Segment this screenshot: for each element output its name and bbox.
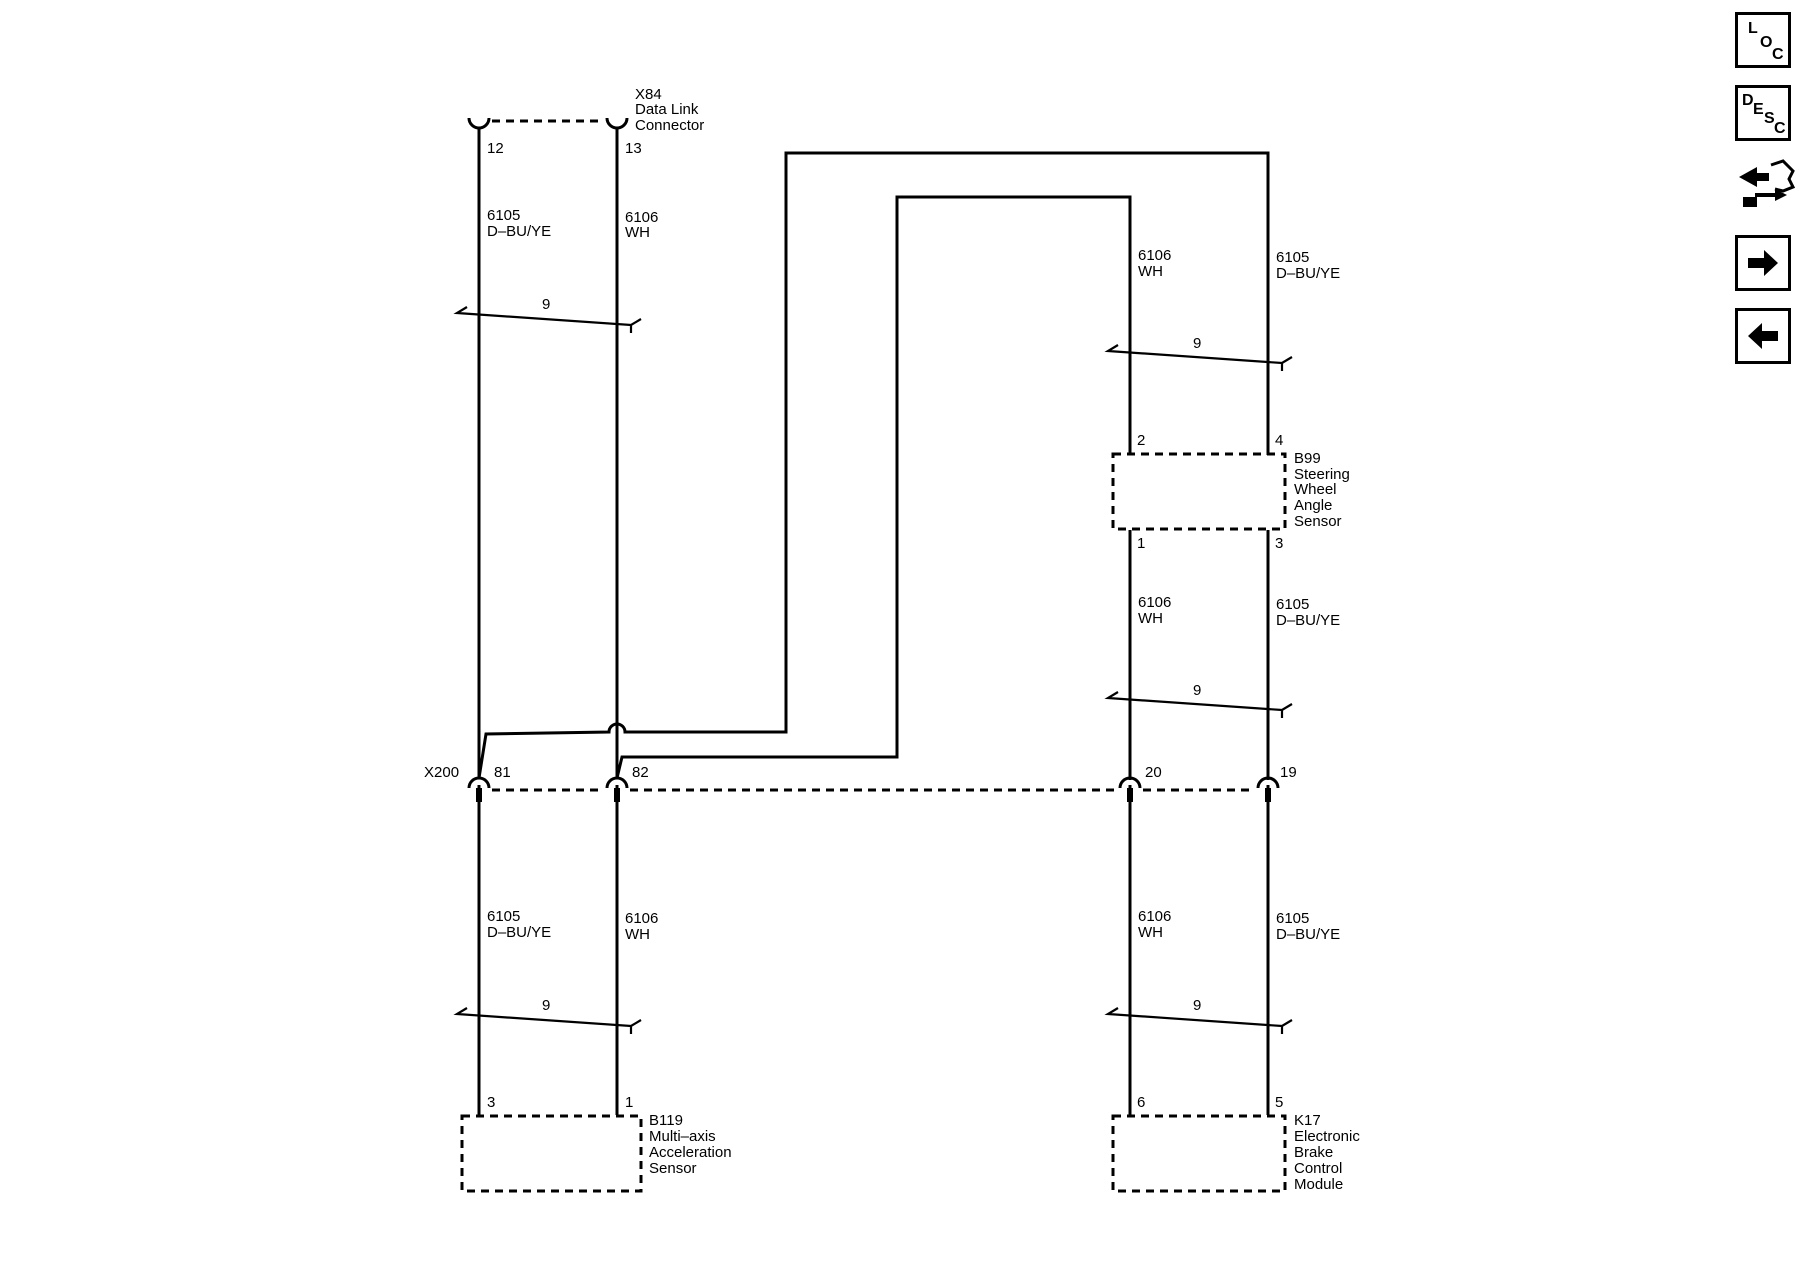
wire-6105-branch-to-k17 (477, 151, 1270, 779)
loc-letter-1: L (1748, 20, 1758, 37)
b99-name-line4: Sensor (1294, 513, 1342, 530)
wire-color-6105-ru: D–BU/YE (1276, 265, 1340, 282)
wire-color-6106-rm: WH (1138, 610, 1163, 627)
b119-name-line1: Multi–axis (649, 1128, 716, 1145)
b119-box (460, 1114, 643, 1193)
b119-name-line2: Acceleration (649, 1144, 732, 1161)
wire-color-6106-rl: WH (1138, 924, 1163, 941)
wire-color-6105-ll: D–BU/YE (487, 924, 551, 941)
description-button[interactable]: D E S C (1735, 85, 1791, 141)
k17-pin-a: 6 (1137, 1094, 1145, 1111)
twist-marker-right-middle (1104, 691, 1293, 718)
wire-label-6106-rl: 6106 (1138, 908, 1171, 925)
wire-label-6106-ll: 6106 (625, 910, 658, 927)
x200-pin-a: 81 (494, 764, 511, 781)
k17-box (1111, 1114, 1287, 1193)
b119-name-line3: Sensor (649, 1160, 697, 1177)
wire-label-6105-ru: 6105 (1276, 249, 1309, 266)
twist-label-right-upper: 9 (1193, 335, 1201, 352)
k17-name-line4: Module (1294, 1176, 1343, 1193)
desc-letter-4: C (1774, 120, 1786, 137)
x200-pin-b: 82 (632, 764, 649, 781)
x200-connector (467, 776, 1280, 802)
b119-pin-a: 3 (487, 1094, 495, 1111)
x84-connector (467, 117, 629, 130)
desc-letter-1: D (1742, 92, 1754, 109)
wire-label-6105-rm: 6105 (1276, 596, 1309, 613)
k17-name-line3: Control (1294, 1160, 1342, 1177)
wire-color-6105-rm: D–BU/YE (1276, 612, 1340, 629)
wire-color-6106-ru: WH (1138, 263, 1163, 280)
b99-ref: B99 (1294, 450, 1321, 467)
b99-name-line3: Angle (1294, 497, 1332, 514)
b119-ref: B119 (649, 1112, 683, 1129)
wire-label-6105-rl: 6105 (1276, 910, 1309, 927)
x200-pin-d: 19 (1280, 764, 1297, 781)
loc-letter-3: C (1772, 46, 1784, 63)
k17-name-line1: Electronic (1294, 1128, 1360, 1145)
wire-color-6105-rl: D–BU/YE (1276, 926, 1340, 943)
wire-label-6106-rm: 6106 (1138, 594, 1171, 611)
desc-letter-2: E (1753, 101, 1764, 118)
twist-marker-left-lower (453, 1007, 642, 1034)
loc-letter-2: O (1760, 34, 1773, 51)
b99-pin-bot-a: 1 (1137, 535, 1145, 552)
twist-marker-left-upper (453, 306, 642, 333)
x84-name-line2: Connector (635, 117, 704, 134)
b99-pin-top-a: 2 (1137, 432, 1145, 449)
x200-ref: X200 (424, 764, 459, 781)
arrow-right-icon (1748, 250, 1778, 276)
arrow-left-icon (1748, 323, 1778, 349)
twist-label-right-lower: 9 (1193, 997, 1201, 1014)
wire-label-6106-lu: 6106 (625, 209, 658, 226)
twist-label-left-upper: 9 (542, 296, 550, 313)
k17-pin-b: 5 (1275, 1094, 1283, 1111)
connector-tool-icon[interactable] (1735, 155, 1796, 215)
x84-pin-a: 12 (487, 140, 504, 157)
k17-name-line2: Brake (1294, 1144, 1333, 1161)
next-button[interactable] (1735, 235, 1791, 291)
twist-label-right-middle: 9 (1193, 682, 1201, 699)
twist-marker-right-upper (1104, 344, 1293, 371)
wire-color-6105-lu: D–BU/YE (487, 223, 551, 240)
wiring-diagram: X84 Data Link Connector 12 13 X200 81 82… (424, 86, 1360, 1193)
k17-ref: K17 (1294, 1112, 1321, 1129)
b99-name-line1: Steering (1294, 466, 1350, 483)
x200-pin-c: 20 (1145, 764, 1162, 781)
wire-color-6106-ll: WH (625, 926, 650, 943)
b99-pin-top-b: 4 (1275, 432, 1283, 449)
b99-pin-bot-b: 3 (1275, 535, 1283, 552)
wire-6106-branch-to-k17 (615, 195, 1132, 779)
wire-label-6105-ll: 6105 (487, 908, 520, 925)
wire-label-6106-ru: 6106 (1138, 247, 1171, 264)
location-button[interactable]: L O C (1735, 12, 1791, 68)
x84-ref: X84 (635, 86, 662, 103)
b99-name-line2: Wheel (1294, 481, 1337, 498)
x84-pin-b: 13 (625, 140, 642, 157)
twist-marker-right-lower (1104, 1007, 1293, 1034)
twist-label-left-lower: 9 (542, 997, 550, 1014)
b99-box (1111, 452, 1287, 531)
b119-pin-b: 1 (625, 1094, 633, 1111)
desc-letter-3: S (1764, 110, 1775, 127)
wire-color-6106-lu: WH (625, 224, 650, 241)
back-button[interactable] (1735, 308, 1791, 364)
wire-label-6105-lu: 6105 (487, 207, 520, 224)
x84-name-line1: Data Link (635, 101, 699, 118)
